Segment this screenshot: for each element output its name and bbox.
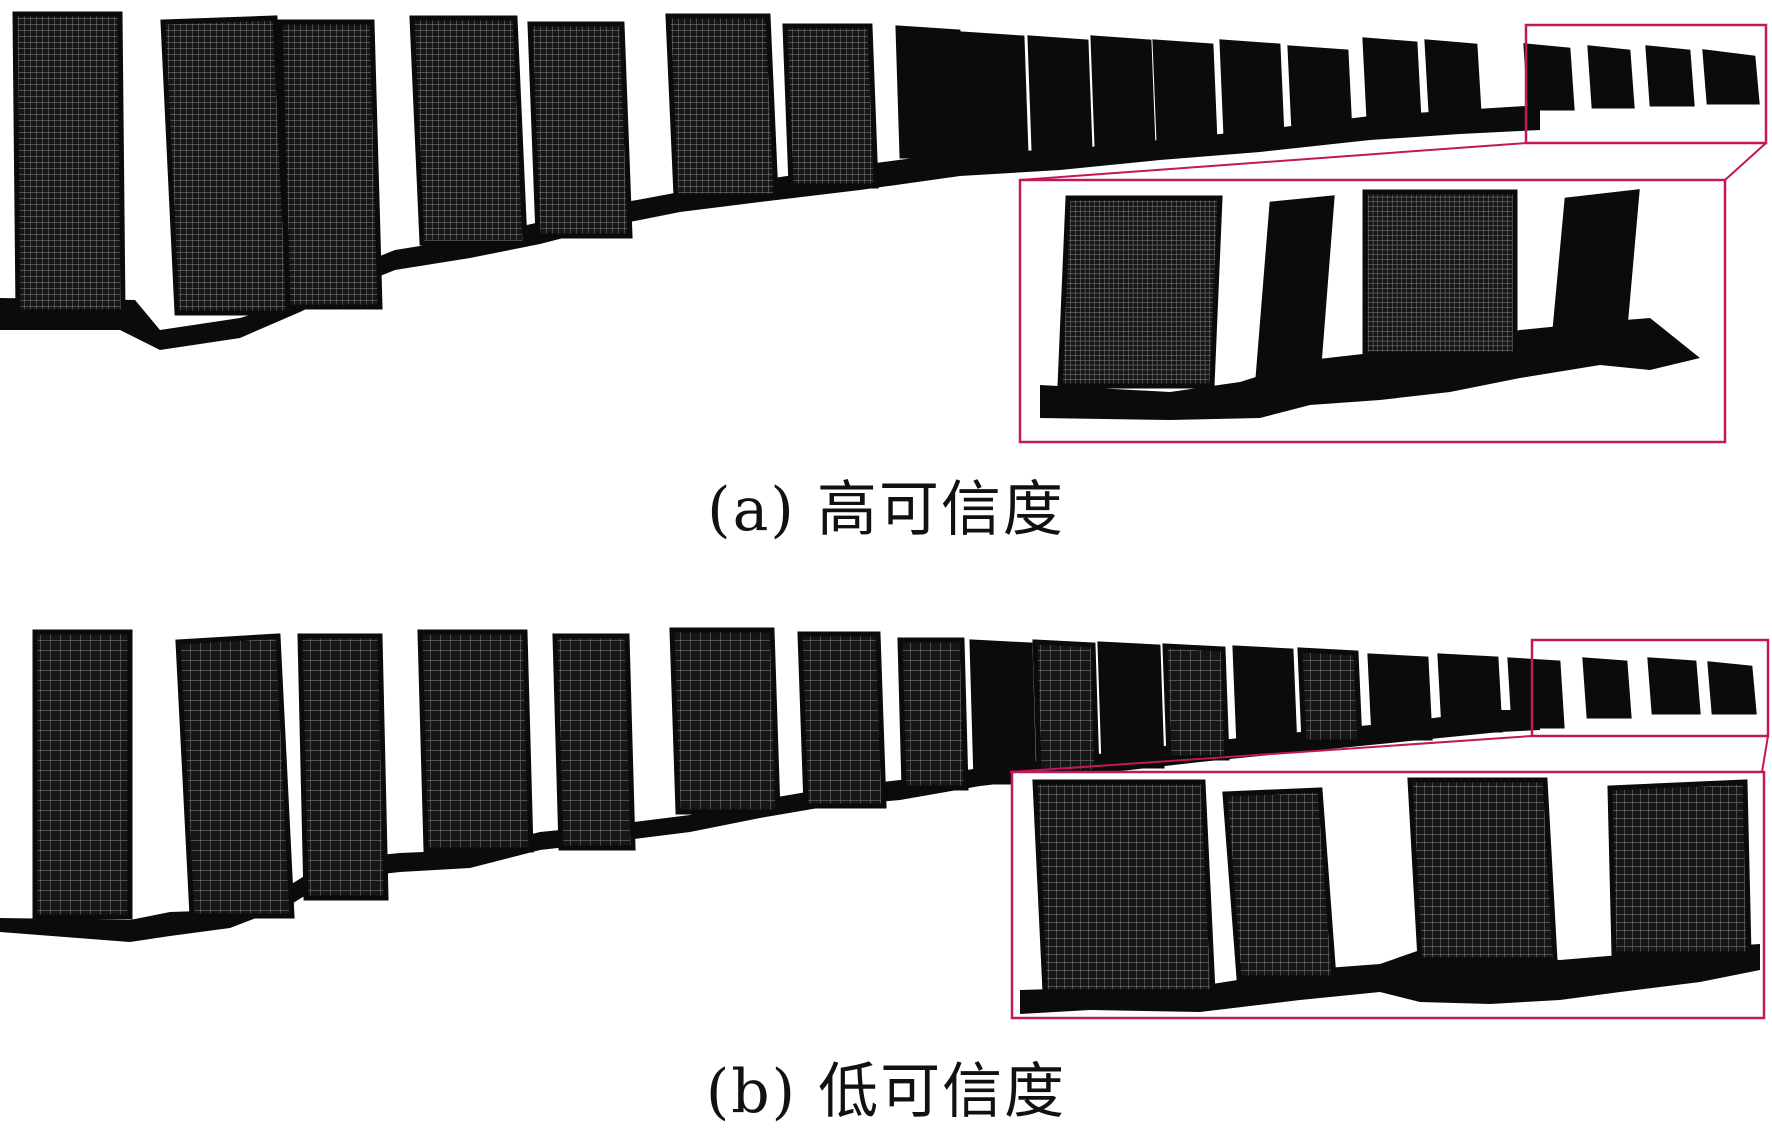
blade-13: [1219, 39, 1285, 140]
inset-hub-endwall: [1020, 944, 1760, 1014]
inset-blade-2: [1222, 787, 1337, 981]
inset-blade-4: [1549, 189, 1640, 365]
blade-8: [895, 25, 965, 159]
blade-5: [527, 21, 633, 239]
blade-12: [1162, 643, 1230, 761]
blade-14: [1287, 45, 1353, 136]
zoom-connector-line: [1724, 142, 1767, 181]
panel-high-fidelity: [0, 0, 1772, 535]
blade-4: [417, 629, 534, 853]
blade-16: [1424, 39, 1482, 115]
inset-blade-2: [1255, 195, 1335, 381]
inset-blade-1: [1057, 195, 1223, 389]
caption-high-fidelity: (a) 高可信度: [707, 475, 1065, 545]
blade-17: [1523, 43, 1575, 111]
blade-10: [1032, 639, 1100, 775]
blade-6: [669, 627, 781, 815]
inset-blade-1: [1032, 779, 1216, 995]
blade-6: [665, 13, 779, 199]
blade-5: [552, 633, 636, 851]
blade-7: [782, 23, 879, 189]
panel-low-fidelity: [0, 610, 1772, 1137]
blade-14: [1297, 647, 1363, 745]
mesh-figure-low-fidelity: [0, 627, 1770, 1020]
blade-19: [1647, 657, 1701, 715]
blade-19: [1645, 45, 1695, 107]
inset-blade-3: [1407, 777, 1558, 963]
mesh-figure-high-fidelity: [0, 11, 1768, 444]
blade-1: [12, 11, 126, 315]
blade-9: [969, 639, 1037, 785]
blade-3: [277, 19, 383, 310]
blade-11: [1097, 641, 1165, 769]
zoom-connector-line: [1761, 735, 1769, 773]
zoom-inset-frame: [1018, 178, 1727, 444]
blade-7: [797, 631, 887, 809]
blade-1: [32, 629, 133, 920]
zoom-region-box: [1524, 23, 1768, 145]
blade-15: [1362, 37, 1422, 123]
blade-18: [1587, 45, 1635, 109]
inset-blade-4: [1607, 779, 1752, 957]
blade-20: [1707, 661, 1757, 715]
blade-18: [1582, 657, 1632, 719]
caption-low-fidelity: (b) 低可信度: [705, 1057, 1067, 1127]
zoom-region-box: [1530, 638, 1770, 738]
blade-15: [1367, 653, 1433, 741]
blade-10: [1027, 35, 1093, 153]
blade-13: [1232, 645, 1298, 751]
inset-hub-endwall: [1040, 318, 1700, 420]
zoom-connector-line: [1019, 142, 1527, 181]
zoom-inset-frame: [1010, 770, 1766, 1020]
hub-endwall: [0, 105, 1540, 350]
blade-3: [297, 633, 389, 901]
blade-2: [175, 633, 295, 919]
blade-16: [1437, 653, 1503, 733]
blade-11: [1090, 35, 1156, 149]
blade-20: [1702, 49, 1760, 105]
blade-2: [160, 15, 292, 316]
blade-12: [1152, 39, 1218, 145]
zoom-connector-line: [1009, 735, 1533, 773]
blade-8: [897, 637, 969, 791]
blade-9: [959, 31, 1029, 157]
blade-17: [1507, 657, 1565, 729]
blade-4: [409, 15, 528, 246]
inset-blade-3: [1362, 189, 1518, 357]
